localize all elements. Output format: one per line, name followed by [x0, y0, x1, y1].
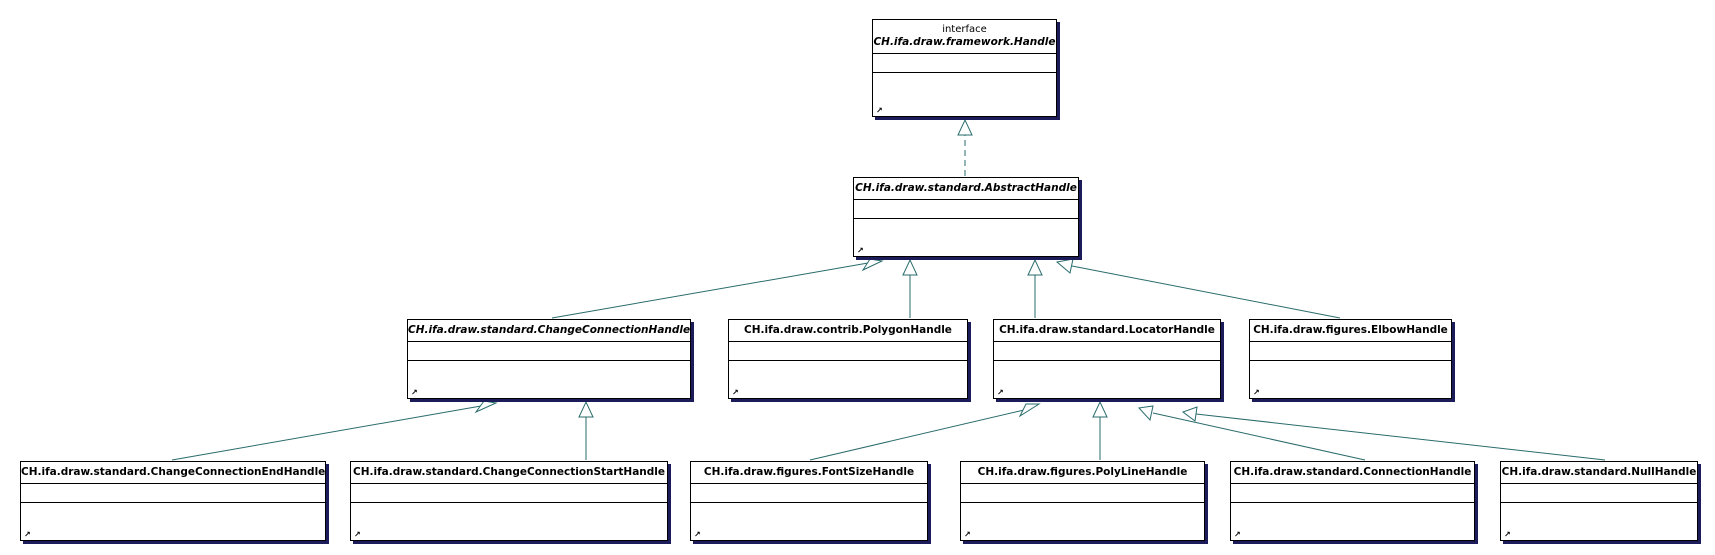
edge-changeconnectionhandle-to-abstracthandle	[551, 262, 869, 319]
operations-compartment: ↗	[21, 502, 325, 540]
link-icon[interactable]: ↗	[964, 530, 971, 539]
class-name-text: CH.ifa.draw.framework.Handle	[873, 36, 1056, 48]
generalization-arrowhead	[1181, 406, 1198, 422]
class-box-handle[interactable]: interface CH.ifa.draw.framework.Handle ↗	[872, 19, 1057, 117]
operations-compartment: ↗	[351, 502, 667, 540]
class-box-font-size-handle[interactable]: CH.ifa.draw.figures.FontSizeHandle ↗	[690, 461, 928, 541]
class-name-text: CH.ifa.draw.figures.PolyLineHandle	[977, 466, 1188, 478]
attributes-compartment	[691, 483, 927, 502]
generalization-arrowhead	[1018, 403, 1041, 418]
link-icon[interactable]: ↗	[997, 388, 1004, 397]
class-name: CH.ifa.draw.standard.AbstractHandle	[854, 178, 1078, 195]
class-name: CH.ifa.draw.figures.ElbowHandle	[1250, 320, 1451, 337]
attributes-compartment	[729, 341, 967, 360]
class-name: CH.ifa.draw.standard.ChangeConnectionEnd…	[21, 462, 325, 479]
generalization-arrowhead	[1092, 400, 1108, 418]
class-name-text: CH.ifa.draw.standard.ChangeConnectionSta…	[353, 466, 665, 478]
link-icon[interactable]: ↗	[411, 388, 418, 397]
attributes-compartment	[1250, 341, 1451, 360]
class-name-text: CH.ifa.draw.contrib.PolygonHandle	[744, 324, 952, 336]
operations-compartment: ↗	[691, 502, 927, 540]
class-box-elbow-handle[interactable]: CH.ifa.draw.figures.ElbowHandle ↗	[1249, 319, 1452, 399]
operations-compartment: ↗	[854, 218, 1078, 256]
operations-compartment: ↗	[1231, 502, 1474, 540]
class-name-text: CH.ifa.draw.figures.ElbowHandle	[1253, 324, 1448, 336]
operations-compartment: ↗	[729, 360, 967, 398]
edge-nullhandle-to-locatorhandle	[1195, 413, 1606, 461]
class-box-polyline-handle[interactable]: CH.ifa.draw.figures.PolyLineHandle ↗	[960, 461, 1205, 541]
generalization-arrowhead	[1027, 258, 1043, 276]
class-name: CH.ifa.draw.standard.NullHandle	[1501, 462, 1697, 479]
attributes-compartment	[854, 199, 1078, 218]
class-box-locator-handle[interactable]: CH.ifa.draw.standard.LocatorHandle ↗	[993, 319, 1221, 399]
link-icon[interactable]: ↗	[694, 530, 701, 539]
edge-fontsizehandle-to-locatorhandle	[809, 409, 1025, 461]
class-name: CH.ifa.draw.standard.ChangeConnectionSta…	[351, 462, 667, 479]
generalization-arrowhead	[1055, 258, 1074, 274]
generalization-arrowhead	[578, 400, 594, 418]
class-box-polygon-handle[interactable]: CH.ifa.draw.contrib.PolygonHandle ↗	[728, 319, 968, 399]
class-name: CH.ifa.draw.standard.ChangeConnectionHan…	[408, 320, 690, 337]
operations-compartment: ↗	[961, 502, 1204, 540]
operations-compartment: ↗	[994, 360, 1220, 398]
class-box-change-connection-end-handle[interactable]: CH.ifa.draw.standard.ChangeConnectionEnd…	[20, 461, 326, 541]
class-name-text: CH.ifa.draw.standard.ChangeConnectionHan…	[408, 324, 691, 336]
class-name-text: CH.ifa.draw.standard.ChangeConnectionEnd…	[21, 466, 326, 478]
class-name-text: CH.ifa.draw.standard.ConnectionHandle	[1233, 466, 1472, 478]
operations-compartment: ↗	[873, 72, 1056, 116]
class-name: CH.ifa.draw.figures.PolyLineHandle	[961, 462, 1204, 479]
link-icon[interactable]: ↗	[857, 246, 864, 255]
class-name-text: CH.ifa.draw.standard.LocatorHandle	[999, 324, 1215, 336]
link-icon[interactable]: ↗	[1234, 530, 1241, 539]
class-name-text: CH.ifa.draw.figures.FontSizeHandle	[703, 466, 915, 478]
edge-endhandle-to-changeconnectionhandle	[171, 405, 482, 461]
link-icon[interactable]: ↗	[1253, 388, 1260, 397]
link-icon[interactable]: ↗	[876, 106, 883, 115]
attributes-compartment	[873, 53, 1056, 72]
attributes-compartment	[961, 483, 1204, 502]
generalization-arrowhead	[861, 258, 884, 272]
attributes-compartment	[994, 341, 1220, 360]
generalization-arrowhead	[902, 258, 918, 276]
edge-connectionhandle-to-locatorhandle	[1152, 412, 1366, 461]
attributes-compartment	[408, 341, 690, 360]
class-name-text: CH.ifa.draw.standard.NullHandle	[1501, 466, 1697, 478]
edge-elbowhandle-to-abstracthandle	[1071, 265, 1341, 319]
class-name: CH.ifa.draw.figures.FontSizeHandle	[691, 462, 927, 479]
link-icon[interactable]: ↗	[354, 530, 361, 539]
attributes-compartment	[1231, 483, 1474, 502]
class-name: CH.ifa.draw.standard.LocatorHandle	[994, 320, 1220, 337]
class-box-change-connection-handle[interactable]: CH.ifa.draw.standard.ChangeConnectionHan…	[407, 319, 691, 399]
class-box-null-handle[interactable]: CH.ifa.draw.standard.NullHandle ↗	[1500, 461, 1698, 541]
class-name: CH.ifa.draw.contrib.PolygonHandle	[729, 320, 967, 337]
class-name-text: CH.ifa.draw.standard.AbstractHandle	[855, 182, 1077, 194]
link-icon[interactable]: ↗	[1504, 530, 1511, 539]
operations-compartment: ↗	[1501, 502, 1697, 540]
generalization-arrowhead	[1137, 405, 1154, 422]
attributes-compartment	[1501, 483, 1697, 502]
class-box-abstract-handle[interactable]: CH.ifa.draw.standard.AbstractHandle ↗	[853, 177, 1079, 257]
attributes-compartment	[351, 483, 667, 502]
class-name: interface CH.ifa.draw.framework.Handle	[873, 20, 1056, 49]
stereotype-label: interface	[942, 24, 987, 35]
operations-compartment: ↗	[1250, 360, 1451, 398]
link-icon[interactable]: ↗	[24, 530, 31, 539]
operations-compartment: ↗	[408, 360, 690, 398]
attributes-compartment	[21, 483, 325, 502]
link-icon[interactable]: ↗	[732, 388, 739, 397]
class-name: CH.ifa.draw.standard.ConnectionHandle	[1231, 462, 1474, 479]
class-box-change-connection-start-handle[interactable]: CH.ifa.draw.standard.ChangeConnectionSta…	[350, 461, 668, 541]
realization-arrowhead	[957, 118, 973, 136]
class-box-connection-handle[interactable]: CH.ifa.draw.standard.ConnectionHandle ↗	[1230, 461, 1475, 541]
generalization-arrowhead	[474, 400, 498, 414]
